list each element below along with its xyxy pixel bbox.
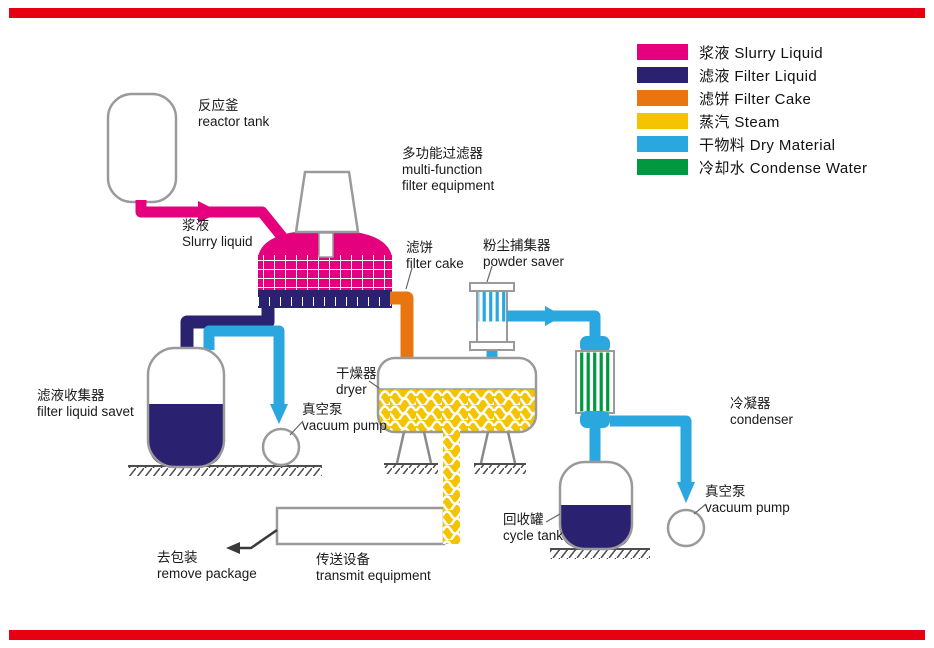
label-slurry-pipe: 浆液 Slurry liquid	[182, 218, 253, 250]
legend-swatch-filter-liquid	[637, 67, 688, 83]
label-zh: 真空泵	[705, 484, 746, 499]
label-filter-liquid-saver: 滤液收集器 filter liquid savet	[37, 388, 134, 420]
legend-item-condense-water: 冷却水 Condense Water	[637, 159, 868, 177]
filter-hopper	[294, 170, 360, 234]
filter-equipment	[258, 170, 392, 308]
remove-package-arrow	[226, 528, 278, 554]
label-zh: 滤饼	[406, 240, 433, 255]
legend-label-dry-material: 干物料 Dry Material	[699, 136, 836, 154]
legend-item-steam: 蒸汽 Steam	[637, 113, 867, 131]
label-remove-package: 去包装 remove package	[157, 550, 257, 582]
ground-hatch-cycle-tank	[550, 548, 650, 559]
leader-line-powder-saver	[486, 265, 493, 283]
label-zh: 粉尘捕集器	[483, 238, 551, 253]
label-en: reactor tank	[198, 113, 270, 129]
label-transmit-equipment: 传送设备 transmit equipment	[316, 552, 431, 584]
ground-hatch-dryer-right	[474, 463, 526, 474]
legend-label-filter-liquid: 滤液 Filter Liquid	[699, 67, 818, 85]
label-en: vacuum pump	[302, 417, 387, 433]
legend-label-slurry: 浆液 Slurry Liquid	[699, 44, 823, 62]
filter-liquid-pipe	[180, 300, 275, 352]
ground-hatch-dryer-left	[384, 463, 438, 474]
legend-item-filter-liquid: 滤液 Filter Liquid	[637, 67, 867, 85]
label-vacuum-pump-left: 真空泵 vacuum pump	[302, 402, 387, 434]
label-zh: 冷凝器	[730, 396, 771, 411]
filter-bottom-band	[258, 290, 392, 308]
label-filter-equipment: 多功能过滤器 multi-function filter equipment	[402, 146, 494, 194]
label-vacuum-pump-right: 真空泵 vacuum pump	[705, 484, 790, 516]
blue-pipe-tank-to-pump	[203, 325, 285, 408]
blue-pipe-condenser-to-pump	[610, 415, 692, 484]
legend-swatch-condense-water	[637, 159, 688, 175]
label-en: multi-function	[402, 161, 483, 177]
label-zh: 回收罐	[503, 512, 544, 527]
condenser-vessel	[575, 336, 615, 428]
leader-line-filter-cake	[405, 267, 413, 290]
label-en: cycle tank	[503, 527, 564, 543]
legend-swatch-filter-cake	[637, 90, 688, 106]
steam-pipe	[443, 430, 460, 544]
transmit-equipment-box	[275, 506, 446, 546]
legend-label-filter-cake: 滤饼 Filter Cake	[699, 90, 812, 108]
label-filter-cake: 滤饼 filter cake	[406, 240, 464, 272]
leader-line-cycle-tank	[545, 513, 561, 523]
legend: 浆液 Slurry Liquid 滤液 Filter Liquid 滤饼 Fil…	[637, 44, 867, 182]
bottom-border-bar	[9, 630, 925, 640]
label-en: filter cake	[406, 255, 464, 271]
label-en: filter liquid savet	[37, 403, 134, 419]
legend-item-slurry: 浆液 Slurry Liquid	[637, 44, 867, 62]
leader-line-pump-right	[693, 503, 707, 515]
label-en: condenser	[730, 411, 794, 427]
dryer-vessel	[376, 356, 538, 464]
blue-pipe-saver-to-condenser	[507, 310, 601, 340]
legend-swatch-dry-material	[637, 136, 688, 152]
label-en: transmit equipment	[316, 567, 431, 583]
label-dryer: 干燥器 dryer	[336, 366, 377, 398]
label-en: vacuum pump	[705, 499, 790, 515]
leader-line-pump-left	[289, 420, 304, 436]
reactor-tank	[106, 92, 178, 204]
label-condenser: 冷凝器 condenser	[730, 396, 793, 428]
legend-swatch-slurry	[637, 44, 688, 60]
cycle-tank-vessel	[558, 460, 634, 551]
legend-item-dry-material: 干物料 Dry Material	[637, 136, 867, 154]
ground-hatch-left	[128, 465, 322, 476]
label-zh: 多功能过滤器	[402, 146, 483, 161]
filter-cake-pipe	[390, 291, 414, 360]
label-zh: 传送设备	[316, 552, 370, 567]
label-powder-saver: 粉尘捕集器 powder saver	[483, 238, 564, 270]
label-en: dryer	[336, 381, 367, 397]
slurry-flow-arrow	[198, 201, 220, 223]
leader-line-dryer	[368, 380, 380, 389]
legend-item-filter-cake: 滤饼 Filter Cake	[637, 90, 867, 108]
label-cycle-tank: 回收罐 cycle tank	[503, 512, 563, 544]
dryer-legs	[395, 431, 517, 464]
flow-arrow-right	[545, 306, 563, 326]
filter-body	[258, 255, 392, 290]
top-border-bar	[9, 8, 925, 18]
legend-label-steam: 蒸汽 Steam	[699, 113, 780, 131]
flow-arrow-down-right-pump	[677, 482, 695, 503]
label-zh: 真空泵	[302, 402, 343, 417]
flow-arrow-down-left-pump	[270, 404, 288, 424]
legend-swatch-steam	[637, 113, 688, 129]
powder-saver-vessel	[469, 282, 515, 351]
label-reactor-tank: 反应釜 reactor tank	[198, 98, 269, 130]
filter-liquid-saver-tank	[146, 346, 226, 469]
label-zh: 反应釜	[198, 98, 239, 113]
label-en: filter equipment	[402, 177, 495, 193]
label-en: remove package	[157, 565, 257, 581]
label-en: Slurry liquid	[182, 233, 253, 249]
label-zh: 滤液收集器	[37, 388, 105, 403]
label-zh: 浆液	[182, 218, 209, 233]
label-zh: 干燥器	[336, 366, 377, 381]
label-en: powder saver	[483, 253, 565, 269]
vacuum-pump-left-circle	[261, 427, 301, 467]
label-zh: 去包装	[157, 550, 198, 565]
legend-label-condense-water: 冷却水 Condense Water	[699, 159, 868, 177]
vacuum-pump-right-circle	[666, 508, 706, 548]
filter-shaft	[318, 232, 334, 258]
